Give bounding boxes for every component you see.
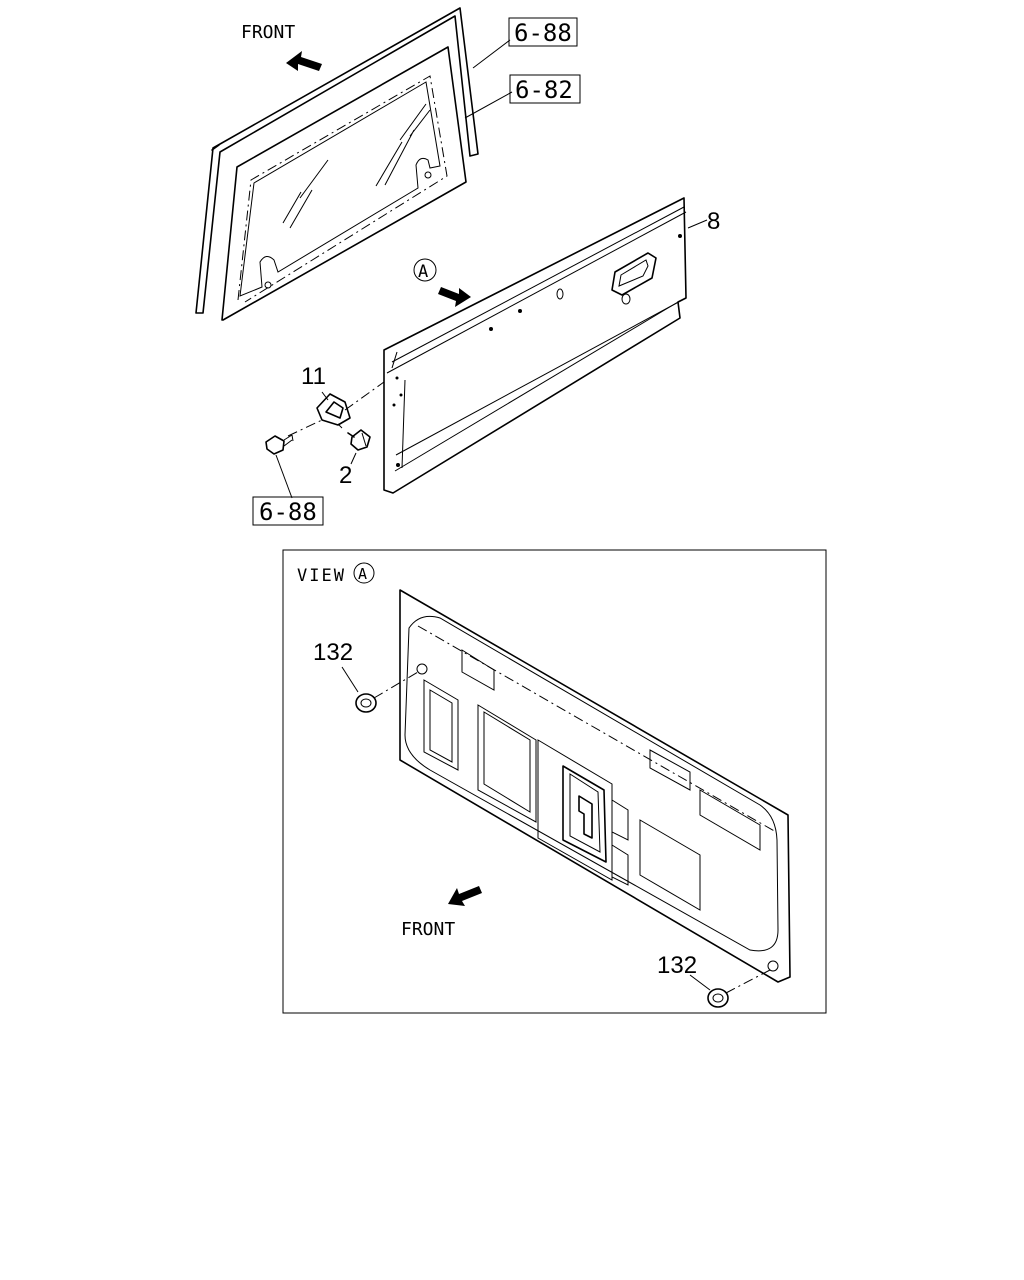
callout-6-88-bottom: 6-88 bbox=[259, 498, 317, 526]
front-arrow-top-icon bbox=[286, 51, 322, 71]
view-a-marker-circle bbox=[413, 258, 437, 282]
callout-box-6-82 bbox=[509, 74, 581, 104]
callout-6-82: 6-82 bbox=[515, 76, 573, 104]
view-a-frame bbox=[282, 549, 827, 1014]
door-trim-panel bbox=[399, 589, 791, 983]
bolt-2 bbox=[347, 429, 371, 451]
window-frame bbox=[195, 7, 479, 314]
front-label-top: FRONT bbox=[241, 22, 295, 43]
part-number-2: 2 bbox=[339, 462, 352, 489]
front-label-view: FRONT bbox=[401, 919, 455, 940]
view-title: VIEW bbox=[297, 566, 346, 586]
window-glass bbox=[221, 46, 467, 321]
door-panel bbox=[383, 197, 687, 494]
part-number-132-upper: 132 bbox=[313, 639, 353, 666]
bolt-6-88 bbox=[265, 434, 294, 455]
part-number-11: 11 bbox=[301, 363, 326, 390]
view-title-marker-circle bbox=[353, 562, 375, 584]
view-a-arrow-icon bbox=[438, 287, 471, 307]
part-number-8: 8 bbox=[707, 208, 720, 235]
callout-box-6-88-bottom bbox=[252, 496, 324, 526]
callout-box-6-88-top bbox=[508, 17, 578, 47]
view-a-marker-top: A bbox=[418, 262, 428, 282]
view-title-marker: A bbox=[358, 565, 367, 583]
callout-6-88-top: 6-88 bbox=[514, 19, 572, 47]
front-arrow-view-icon bbox=[448, 886, 482, 906]
plug-132-upper bbox=[355, 671, 419, 713]
part-number-132-lower: 132 bbox=[657, 952, 697, 979]
plug-132-lower bbox=[707, 969, 771, 1008]
hinge-bracket bbox=[287, 381, 385, 437]
